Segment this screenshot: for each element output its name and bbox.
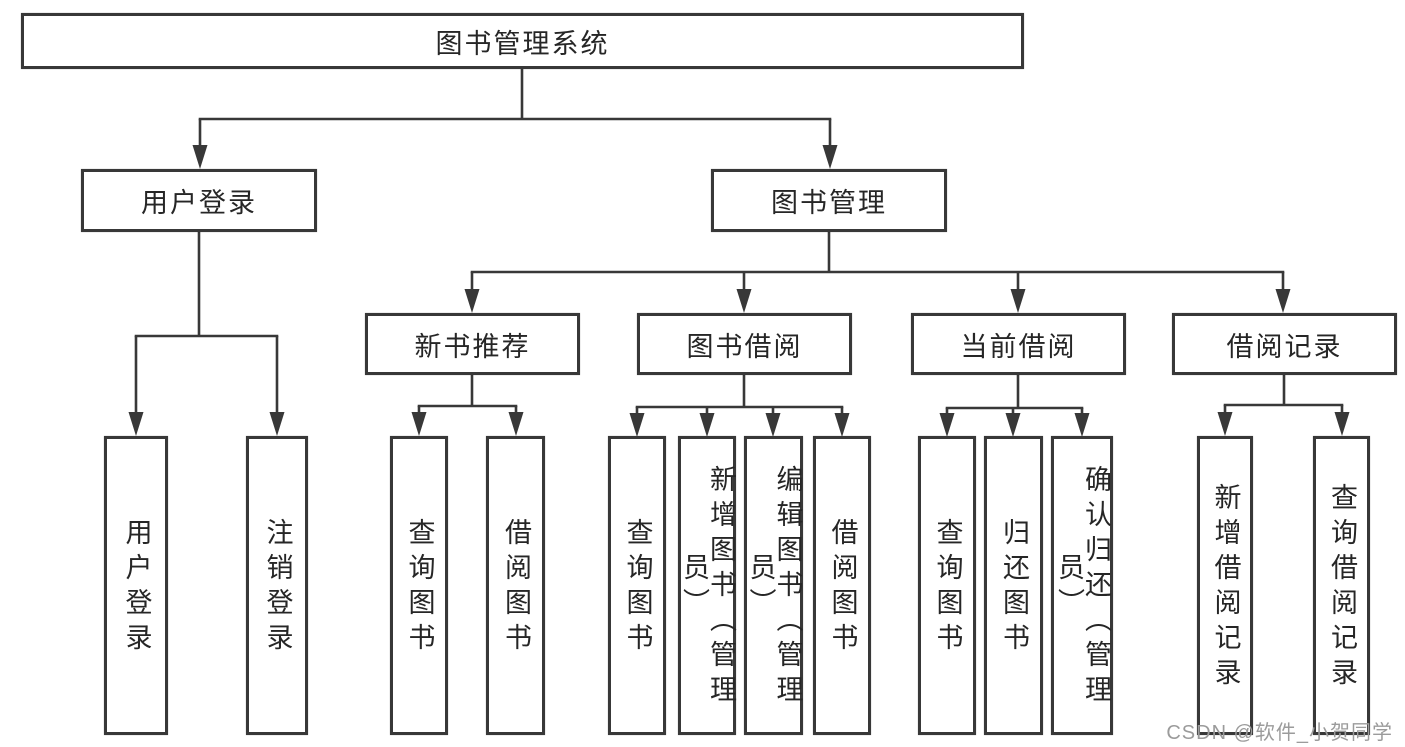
node-book-management: 图书管理 (711, 169, 947, 232)
leaf-user-login: 用户登录 (104, 436, 168, 735)
node-book-borrow: 图书借阅 (637, 313, 852, 375)
leaf-borrow-book-2: 借阅图书 (813, 436, 871, 735)
node-borrow-records: 借阅记录 (1172, 313, 1397, 375)
leaf-return-book: 归还图书 (984, 436, 1043, 735)
leaf-query-book-1: 查询图书 (390, 436, 448, 735)
leaf-logout: 注销登录 (246, 436, 308, 735)
leaf-query-book-3: 查询图书 (918, 436, 976, 735)
leaf-add-borrow-record: 新增借阅记录 (1197, 436, 1253, 735)
leaf-confirm-return-admin: 确认归还（管理员） (1051, 436, 1113, 735)
leaf-query-book-2: 查询图书 (608, 436, 666, 735)
leaf-edit-book-admin: 编辑图书（管理员） (744, 436, 803, 735)
leaf-borrow-book-1: 借阅图书 (486, 436, 545, 735)
node-current-borrow: 当前借阅 (911, 313, 1126, 375)
csdn-watermark: CSDN @软件_小贺同学 (1166, 722, 1393, 744)
node-root-book-management-system: 图书管理系统 (21, 13, 1024, 69)
node-user-login: 用户登录 (81, 169, 317, 232)
leaf-query-borrow-record: 查询借阅记录 (1313, 436, 1370, 735)
node-new-book-recommend: 新书推荐 (365, 313, 580, 375)
leaf-add-book-admin: 新增图书（管理员） (678, 436, 736, 735)
arrowheads (128, 145, 1350, 437)
